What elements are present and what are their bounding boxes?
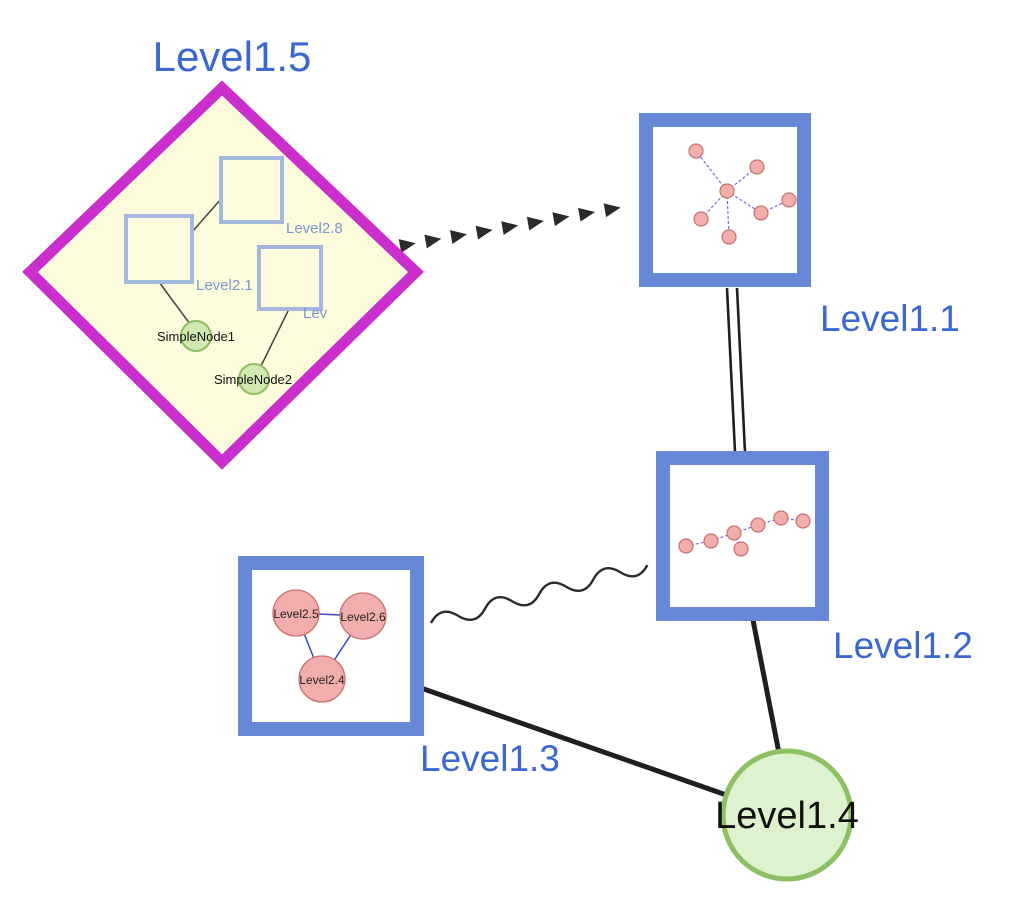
mini-node[interactable] — [721, 229, 737, 245]
node-level14[interactable] — [720, 748, 854, 882]
mini-node[interactable] — [749, 159, 765, 175]
mini-node[interactable] — [688, 143, 704, 159]
node-level25[interactable] — [272, 589, 320, 637]
group-level14: Level1.4 — [715, 748, 859, 882]
group-node-lev[interactable] — [257, 245, 323, 311]
edge-level21-simplenode1[interactable] — [158, 281, 191, 325]
group-node-level11[interactable] — [639, 113, 811, 287]
level28-label: Level2.8 — [286, 220, 343, 237]
level25-label: Level2.5 — [273, 607, 319, 621]
group-level13: Level2.5 Level2.6 Level2.4 — [238, 556, 424, 736]
arrowhead-dash — [424, 234, 442, 249]
simplenode1-label: SimpleNode1 — [157, 329, 235, 344]
arrowhead-dash — [501, 221, 519, 236]
level26-label: Level2.6 — [340, 610, 386, 624]
group-node-level28[interactable] — [219, 156, 284, 224]
level11-label: Level1.1 — [820, 298, 960, 339]
edge-level15-level11[interactable] — [398, 201, 622, 253]
level13-label: Level1.3 — [420, 738, 560, 779]
node-level26[interactable] — [339, 592, 387, 640]
node-level24[interactable] — [298, 655, 346, 703]
level24-label: Level2.4 — [299, 673, 345, 687]
edge-level11-level12-line2 — [735, 287, 747, 453]
edge-level13-level12-wave — [429, 564, 649, 624]
level21-label: Level2.1 — [196, 277, 253, 294]
mini-node[interactable] — [750, 517, 766, 533]
group-node-level21[interactable] — [124, 214, 194, 284]
lev-label: Lev — [303, 305, 328, 322]
group-node-level13[interactable] — [238, 556, 424, 736]
level14-label: Level1.4 — [715, 795, 859, 837]
group-level11 — [639, 113, 811, 287]
mini-node[interactable] — [678, 538, 694, 554]
level12-label: Level1.2 — [833, 625, 973, 666]
level15-label: Level1.5 — [153, 33, 312, 80]
edge-lev-simplenode2[interactable] — [260, 308, 290, 367]
edge-level13-level14[interactable] — [420, 685, 733, 800]
node-simplenode1[interactable] — [180, 320, 212, 352]
node-simplenode2[interactable] — [238, 363, 270, 395]
mini-node[interactable] — [753, 205, 769, 221]
arrowhead-dash — [526, 216, 544, 231]
edge-level11-level12-line1 — [725, 287, 737, 453]
group-node-level12[interactable] — [656, 451, 829, 621]
arrowhead-dash — [603, 203, 621, 218]
mini-node[interactable] — [726, 525, 742, 541]
edge-level13-level12[interactable] — [429, 558, 649, 630]
mini-node[interactable] — [733, 541, 749, 557]
mini-node[interactable] — [719, 183, 735, 199]
group-node-level15[interactable] — [22, 80, 424, 470]
mini-node[interactable] — [781, 192, 797, 208]
group-level15: Level2.8 Level2.1 Lev SimpleNode1 Simple… — [22, 80, 424, 470]
mini-edge — [695, 150, 728, 192]
mini-node[interactable] — [773, 510, 789, 526]
mini-edge — [726, 190, 730, 238]
mini-node[interactable] — [795, 513, 811, 529]
arrowhead-dash — [552, 212, 570, 227]
mini-edge — [780, 517, 804, 522]
edge-level21-level28[interactable] — [191, 198, 222, 233]
simplenode2-label: SimpleNode2 — [214, 372, 292, 387]
group-level12 — [656, 451, 829, 621]
edge-level12-level14[interactable] — [750, 619, 782, 754]
arrowhead-dash — [450, 230, 467, 244]
mini-node[interactable] — [693, 211, 709, 227]
edge-level11-level12[interactable] — [725, 287, 747, 453]
arrowhead-dash — [475, 225, 493, 240]
arrowhead-dash — [578, 207, 596, 222]
arrowhead-dash — [398, 239, 416, 253]
mini-node[interactable] — [703, 533, 719, 549]
